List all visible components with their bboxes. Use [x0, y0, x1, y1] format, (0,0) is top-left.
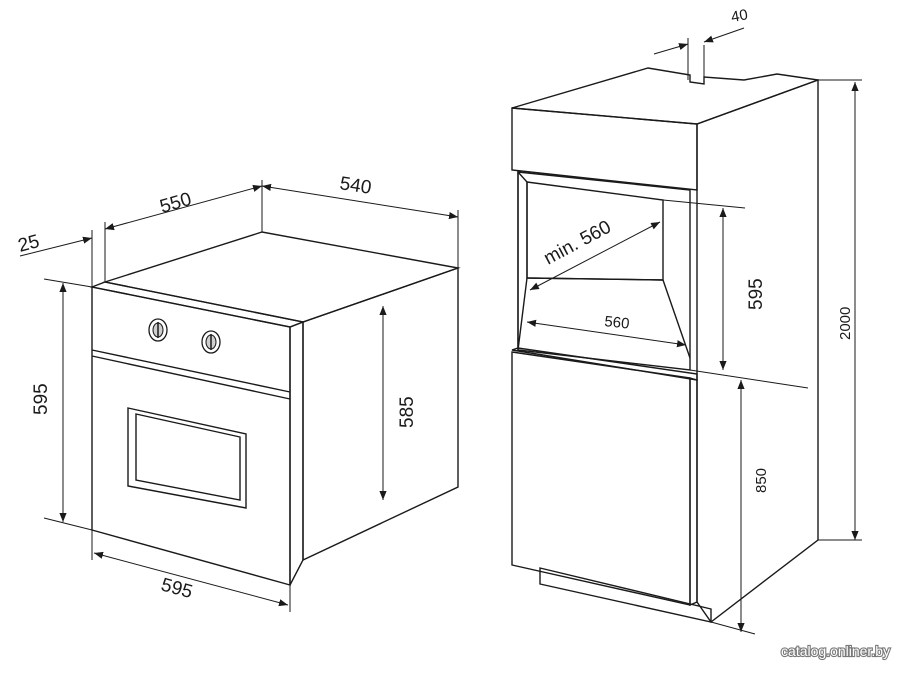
- ext-line: [662, 199, 746, 209]
- oven-window-inner: [135, 413, 241, 501]
- cabinet-plinth: [539, 567, 712, 623]
- dim-arrow-25: [19, 236, 93, 257]
- watermark-text: catalog.onliner.by: [781, 643, 890, 659]
- dim-arrow-540: [261, 183, 459, 220]
- dim-arrow-min-560: [529, 221, 661, 291]
- control-panel-line: [91, 349, 291, 393]
- oven-window: [127, 407, 247, 509]
- dim-label-base-height: 850: [753, 468, 770, 493]
- oven-top-face: [102, 231, 461, 323]
- dim-label-niche-width: 560: [604, 313, 631, 333]
- dim-arrow-40-b: [703, 27, 745, 43]
- cabinet-top-front: [511, 107, 698, 191]
- dim-label-door-thickness: 25: [16, 231, 42, 257]
- dim-label-total-height: 2000: [837, 307, 854, 340]
- dim-label-gap-top: 40: [730, 6, 749, 26]
- oven-front-top-edge: [89, 281, 306, 328]
- dim-label-depth-body: 540: [338, 173, 373, 199]
- lower-cabinet-front: [511, 351, 691, 606]
- lower-cabinet-edge: [689, 377, 698, 607]
- dim-arrow-40: [653, 43, 689, 55]
- cabinet-side-panel: [696, 79, 819, 624]
- oven-front-right-edge: [289, 320, 304, 586]
- ext-line: [43, 517, 93, 531]
- knob-left-icon: [148, 318, 168, 342]
- control-panel-line-2: [91, 355, 291, 400]
- ext-line: [689, 369, 809, 389]
- niche-floor-line-2: [662, 279, 691, 359]
- niche-opening: [517, 171, 691, 371]
- dim-arrow-560: [526, 319, 687, 348]
- knob-right-icon: [201, 330, 221, 354]
- dim-label-depth-total: 550: [158, 189, 194, 218]
- dim-arrow-550: [104, 184, 263, 231]
- dim-arrow-595-width: [93, 551, 289, 607]
- dim-label-height-front: 595: [31, 383, 52, 415]
- dim-label-niche-height: 595: [746, 278, 767, 310]
- cabinet-drawing: 40 min. 560 560 595 2000 850: [511, 6, 862, 635]
- oven-drawing: 25 550 540 595 585 595: [16, 173, 461, 612]
- niche-floor-line: [526, 277, 664, 281]
- dim-label-height-body: 585: [397, 396, 418, 428]
- ext-line: [710, 621, 756, 635]
- oven-front-face: [91, 286, 291, 586]
- niche-left-wall: [517, 170, 528, 351]
- ext-line: [43, 278, 93, 288]
- dim-label-depth-min: min. 560: [540, 217, 614, 270]
- oven-side-face: [302, 267, 459, 562]
